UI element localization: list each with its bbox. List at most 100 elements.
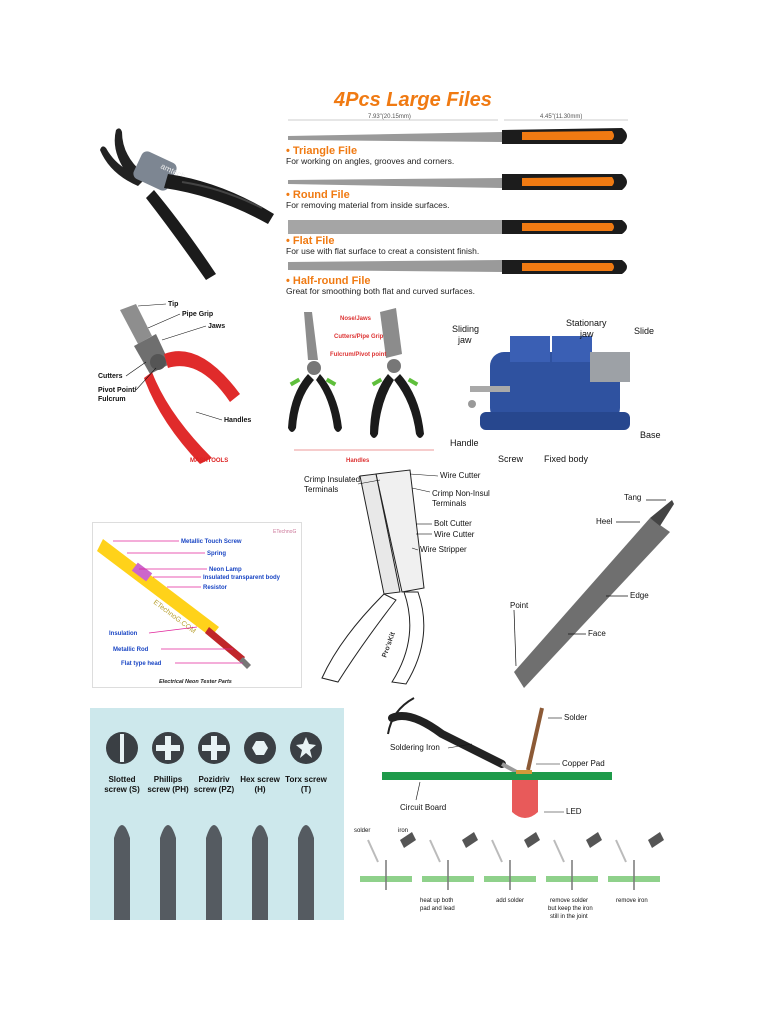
screw-name-hex-1: Hex screw	[240, 775, 280, 784]
label-bolt-cutter: Bolt Cutter	[434, 519, 472, 528]
step-iron-5	[648, 832, 664, 848]
label-spring: Spring	[207, 551, 226, 557]
screw-name-slot-2: screw (S)	[104, 785, 140, 794]
label-base: Base	[640, 430, 661, 440]
label-wire-cutter: Wire Cutter	[434, 530, 475, 539]
label-stationary: Stationary	[566, 318, 607, 328]
label-tip: Tip	[168, 301, 178, 308]
plier-handle-lower	[146, 190, 216, 280]
round-file-name: • Round File	[286, 189, 350, 201]
screw-name-pozi-1: Pozidriv	[198, 775, 230, 784]
screw-drive-slot	[120, 734, 124, 762]
half-round-file	[288, 260, 627, 274]
driver-bit-torx	[298, 825, 314, 920]
soldering-diagram: Soldering Iron Solder Copper Pad Circuit…	[352, 690, 668, 922]
label-edge: Edge	[630, 591, 649, 600]
step4-caption-1: remove solder	[550, 898, 588, 904]
dim-handle: 4.45"(11.30mm)	[540, 114, 582, 120]
mashtools-watermark: MASHTOOLS	[190, 458, 228, 464]
step-solder-wire-3	[491, 839, 503, 863]
step5-caption: remove iron	[616, 898, 648, 904]
step-solder-wire-1	[367, 839, 379, 863]
files-panel: 4Pcs Large Files 7.93"(20.15mm) 4.45"(11…	[282, 84, 632, 298]
step-solder-label: solder	[354, 828, 370, 834]
label-solder: Solder	[564, 713, 587, 722]
flat-file-name: • Flat File	[286, 235, 334, 247]
triangle-file-desc: For working on angles, grooves and corne…	[286, 156, 454, 166]
screw-name-slot-1: Slotted	[108, 775, 135, 784]
round-file	[288, 174, 627, 190]
label-pivot: Pivot Point/	[98, 387, 137, 394]
label-heel: Heel	[596, 517, 613, 526]
step-iron-3	[524, 832, 540, 848]
step-iron-4	[586, 832, 602, 848]
driver-bit-slot	[114, 825, 130, 920]
label-resistor: Resistor	[203, 585, 228, 591]
wire-stripper-brand: Pro'sKit	[381, 631, 397, 659]
label-crimp-non: Crimp Non-Insulated	[432, 489, 490, 498]
half-round-file-desc: Great for smoothing both flat and curved…	[286, 286, 475, 296]
screw-name-phillips-1: Phillips	[154, 775, 183, 784]
label-sliding-jaw: jaw	[457, 335, 472, 345]
bench-vise-diagram: Sliding jaw Stationary jaw Slide Handle …	[450, 312, 668, 468]
label-jaws: Jaws	[208, 323, 225, 330]
label-wire-stripper: Wire Stripper	[420, 545, 467, 554]
plier-handle-upper	[164, 174, 274, 224]
wire-stripper-diagram: Pro'sKit Crimp Insulated Terminals Wire …	[300, 468, 505, 688]
triangle-file-name: • Triangle File	[286, 145, 357, 157]
label-slide: Slide	[634, 326, 654, 336]
label-tang: Tang	[624, 493, 641, 502]
label-handle: Handle	[450, 438, 479, 448]
plier-pivot-head	[133, 151, 177, 191]
label-screw: Screw	[498, 454, 524, 464]
label-crimp-non-2: Terminals	[432, 499, 466, 508]
label-fulcrum-pivot: Fulcrum/Pivot point	[330, 352, 386, 358]
round-file-desc: For removing material from inside surfac…	[286, 200, 449, 210]
dim-blade: 7.93"(20.15mm)	[368, 114, 411, 120]
etechnog-logo: ETechnoG	[273, 529, 296, 535]
label-neon-lamp: Neon Lamp	[209, 567, 242, 573]
step3-caption: add solder	[496, 898, 524, 904]
screw-name-pozi-2: screw (PZ)	[194, 785, 235, 794]
label-copper-pad: Copper Pad	[562, 759, 605, 768]
label-insulation: Insulation	[109, 631, 138, 637]
label-led: LED	[566, 807, 582, 816]
label-flat-head: Flat type head	[121, 661, 162, 667]
step-iron-2	[462, 832, 478, 848]
step-iron-1	[400, 832, 416, 848]
label-nose-jaws: Nose/Jaws	[340, 316, 372, 322]
screw-drive-pozi	[202, 736, 226, 760]
red-handle-upper	[164, 351, 240, 402]
label-handles-red: Handles	[346, 458, 370, 464]
tester-caption: Electrical Neon Tester Parts	[159, 679, 232, 685]
step-iron-label: iron	[398, 828, 408, 834]
label-fulcrum: Fulcrum	[98, 396, 126, 403]
screw-name-torx-2: (T)	[301, 785, 312, 794]
label-cutters: Cutters	[98, 373, 123, 380]
flat-file	[288, 220, 627, 234]
label-handles: Handles	[224, 417, 251, 424]
step4-caption-3: still in the joint	[550, 914, 588, 920]
screw-name-torx-1: Torx screw	[285, 775, 327, 784]
step-solder-wire-2	[429, 839, 441, 863]
driver-bit-phillips	[160, 825, 176, 920]
driver-bit-hex	[252, 825, 268, 920]
label-cutters-grip: Cutters/Pipe Grip	[334, 334, 384, 340]
file-parts-diagram: Tang Heel Edge Point Face	[500, 488, 680, 688]
step2-caption-1: heat up both	[420, 898, 453, 904]
label-crimp-insulated-2: Terminals	[304, 485, 338, 494]
combination-pliers-diagram: Tip Pipe Grip Jaws Cutters Pivot Point/ …	[90, 298, 282, 466]
screw-name-hex-2: (H)	[254, 785, 265, 794]
label-sliding: Sliding	[452, 324, 479, 334]
label-crimp-insulated: Crimp Insulated	[304, 475, 360, 484]
red-handle-lower	[144, 372, 212, 464]
files-title: 4Pcs Large Files	[333, 89, 492, 111]
triangle-file	[288, 128, 627, 144]
step2-caption-2: pad and lead	[420, 906, 455, 912]
tester-body	[97, 539, 219, 637]
label-face: Face	[588, 629, 606, 638]
nose-pliers-diagram: Nose/Jaws Cutters/Pipe Grip Fulcrum/Pivo…	[284, 298, 454, 466]
file-blade	[514, 518, 670, 688]
soldering-iron	[388, 712, 506, 768]
